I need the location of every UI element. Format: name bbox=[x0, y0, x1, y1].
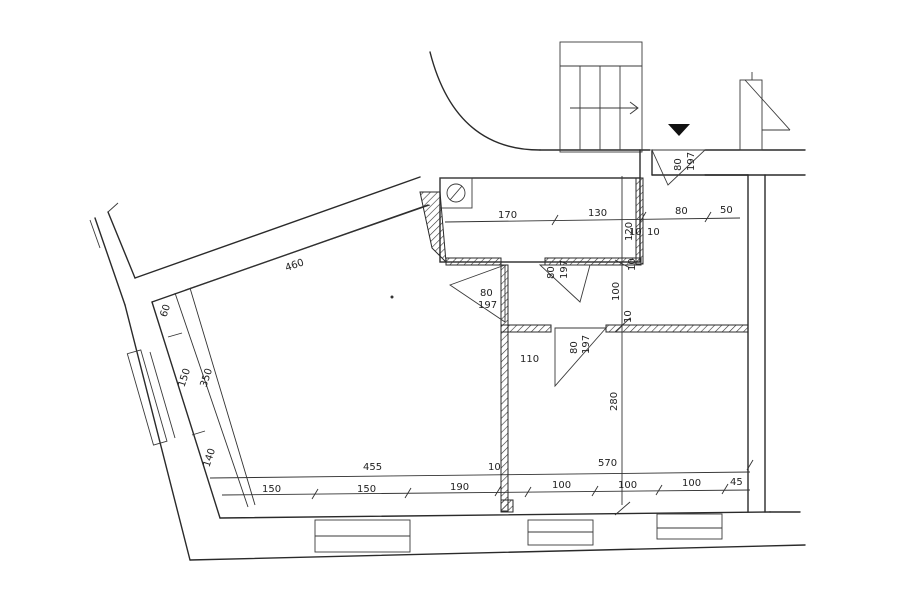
door3-height: 197 bbox=[478, 300, 497, 311]
dim-bottom-total-right: 570 bbox=[598, 458, 617, 469]
dim-top-t1: 10 bbox=[629, 227, 642, 238]
right-top-element bbox=[739, 72, 791, 151]
dim-bottom-s3: 190 bbox=[450, 482, 469, 493]
dim-left-c: 140 bbox=[202, 447, 218, 469]
dim-bottom-total-left: 455 bbox=[363, 462, 382, 473]
dim-top-depth: 120 bbox=[624, 222, 635, 241]
dim-mid-10: 10 bbox=[623, 310, 634, 323]
door1-width: 80 bbox=[673, 158, 684, 171]
top-room bbox=[419, 149, 749, 266]
dim-top-r1: 80 bbox=[675, 206, 688, 217]
dim-bottom-s1: 150 bbox=[262, 484, 281, 495]
dim-mid-100: 100 bbox=[611, 282, 622, 301]
stairs bbox=[559, 41, 643, 153]
bottom-windows bbox=[314, 513, 723, 553]
dim-top-w2: 130 bbox=[588, 208, 607, 219]
dim-mid-10b: 10 bbox=[627, 258, 638, 271]
dim-top-r2: 50 bbox=[720, 205, 733, 216]
door2-width: 80 bbox=[546, 266, 557, 279]
door-swings bbox=[449, 149, 707, 388]
dim-mid-280: 280 bbox=[609, 392, 620, 411]
door2-height: 197 bbox=[559, 260, 570, 279]
door1-height: 197 bbox=[686, 152, 697, 171]
dim-top-diag: 460 bbox=[284, 257, 306, 274]
dim-bottom-wall: 10 bbox=[488, 462, 501, 473]
pencil-dot bbox=[390, 295, 394, 299]
dim-top-t2: 10 bbox=[647, 227, 660, 238]
dim-bottom-s2: 150 bbox=[357, 484, 376, 495]
dim-top-w1: 170 bbox=[498, 210, 517, 221]
dim-bottom-s5: 100 bbox=[618, 480, 637, 491]
door4-height: 197 bbox=[581, 335, 592, 354]
dim-bottom-s4: 100 bbox=[552, 480, 571, 491]
dim-left-b: 150 bbox=[177, 367, 193, 389]
dimension-labels: 460 60 150 350 140 170 130 120 10 10 80 … bbox=[159, 152, 743, 495]
dimension-lines bbox=[167, 176, 754, 516]
level-marker-icon bbox=[668, 124, 690, 136]
door3-width: 80 bbox=[480, 288, 493, 299]
dim-bottom-s7: 45 bbox=[730, 477, 743, 488]
door4-width: 80 bbox=[569, 341, 580, 354]
interior-walls bbox=[500, 264, 749, 513]
dim-bottom-s6: 100 bbox=[682, 478, 701, 489]
dim-left-a: 60 bbox=[159, 303, 173, 319]
dim-mid-110: 110 bbox=[520, 354, 539, 365]
